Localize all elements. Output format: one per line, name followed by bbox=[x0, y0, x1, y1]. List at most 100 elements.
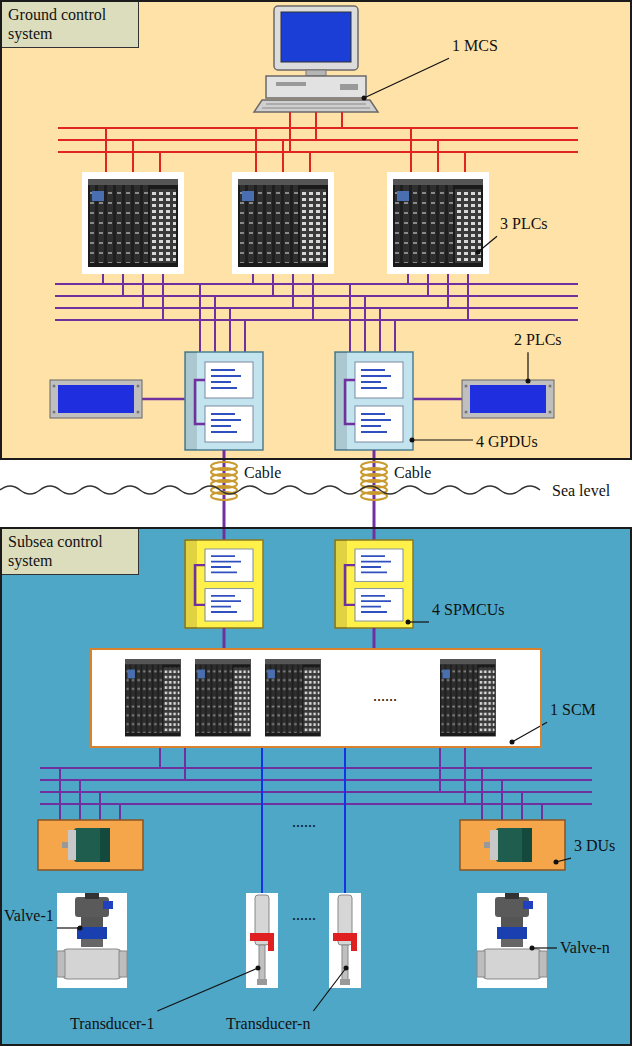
spmcu-boxes bbox=[335, 540, 413, 628]
callout-label: 1 SCM bbox=[550, 700, 596, 719]
leader-dot bbox=[406, 620, 411, 625]
purple-bus bbox=[253, 274, 313, 320]
callout-label: 2 PLCs bbox=[514, 330, 562, 349]
purple-bus bbox=[200, 284, 245, 352]
plc-racks bbox=[82, 172, 184, 274]
leader-dot bbox=[78, 926, 83, 931]
leader-dot bbox=[362, 96, 367, 101]
leader-dot bbox=[410, 438, 415, 443]
computer-icon bbox=[276, 82, 306, 86]
transducers bbox=[329, 893, 361, 988]
ellipsis-text: ...... bbox=[373, 686, 397, 705]
region-title: Subsea control system bbox=[2, 529, 139, 575]
spmcu-boxes bbox=[335, 540, 403, 628]
computer-icon bbox=[266, 76, 366, 98]
subsea-bus bbox=[60, 768, 120, 820]
sea-level-label: Sea level bbox=[552, 481, 610, 500]
plc-racks bbox=[387, 172, 489, 274]
scm-racks bbox=[265, 659, 321, 736]
leader-lines bbox=[57, 58, 571, 1011]
umbilical-cables bbox=[211, 462, 387, 500]
leader-line bbox=[412, 439, 473, 440]
valves bbox=[57, 893, 547, 988]
purple-bus bbox=[408, 274, 468, 320]
subsea-region: Subsea control system...... bbox=[0, 527, 632, 1046]
leader-dot bbox=[510, 740, 515, 745]
purple-bus bbox=[55, 284, 578, 320]
plc-racks bbox=[238, 179, 328, 267]
display-panels bbox=[50, 380, 142, 418]
computer-icon bbox=[262, 104, 370, 108]
gpdu-boxes bbox=[185, 352, 413, 450]
plc-racks bbox=[232, 172, 334, 274]
red-bus bbox=[290, 112, 342, 152]
leader-dot bbox=[526, 379, 531, 384]
subsea-fill bbox=[0, 527, 632, 1046]
plc-racks bbox=[82, 172, 489, 274]
subsea-bus bbox=[40, 748, 592, 820]
computer-icon bbox=[254, 100, 378, 112]
computer-icon bbox=[274, 6, 358, 70]
leader-dot bbox=[554, 860, 559, 865]
plc-racks bbox=[393, 179, 483, 267]
leader-line bbox=[57, 927, 80, 928]
leader-line bbox=[157, 968, 258, 1011]
part-label: Valve-1 bbox=[4, 906, 54, 925]
red-bus bbox=[256, 128, 310, 172]
leader-line bbox=[408, 621, 429, 622]
plc-racks bbox=[88, 179, 178, 267]
subsea-bus bbox=[40, 768, 592, 804]
leader-line bbox=[364, 58, 449, 98]
computer-icon bbox=[306, 70, 326, 76]
scm-racks bbox=[440, 659, 496, 736]
leader-dot bbox=[256, 966, 261, 971]
part-label: Transducer-n bbox=[226, 1014, 310, 1033]
gpdu-boxes bbox=[335, 352, 413, 450]
umbilical-cables bbox=[361, 492, 387, 500]
leader-line bbox=[313, 968, 346, 1011]
display-panels bbox=[462, 380, 554, 418]
valves bbox=[57, 893, 127, 988]
transducers bbox=[246, 893, 361, 988]
spmcu-boxes bbox=[224, 628, 374, 648]
purple-bus bbox=[103, 274, 163, 320]
region-title: Ground control system bbox=[2, 2, 139, 48]
scm-box: ...... bbox=[90, 648, 542, 748]
signal-wires bbox=[262, 748, 345, 893]
gpdu-boxes bbox=[185, 352, 253, 450]
gpdu-boxes bbox=[185, 352, 263, 450]
cable-label: Cable bbox=[394, 463, 431, 482]
drive-units bbox=[460, 820, 565, 870]
leader-line bbox=[527, 352, 528, 381]
spmcu-boxes bbox=[185, 540, 263, 628]
computer-icon bbox=[254, 6, 378, 112]
part-label: Transducer-1 bbox=[70, 1014, 154, 1033]
scm-racks bbox=[125, 659, 181, 736]
callout-label: 3 DUs bbox=[574, 836, 615, 855]
leader-dot bbox=[344, 966, 349, 971]
red-bus bbox=[106, 128, 160, 172]
leader-dot bbox=[476, 250, 481, 255]
leader-line bbox=[512, 722, 547, 742]
ground-fill bbox=[0, 0, 632, 460]
sea-level-wave bbox=[0, 486, 540, 494]
umbilical-cables bbox=[224, 450, 374, 540]
part-label: Valve-n bbox=[560, 938, 610, 957]
valves bbox=[477, 893, 547, 988]
scm-racks bbox=[90, 648, 542, 748]
subsea-bus bbox=[482, 768, 542, 820]
drive-units bbox=[38, 820, 565, 870]
callout-label: 1 MCS bbox=[452, 36, 498, 55]
ground-region: Ground control system bbox=[0, 0, 632, 460]
display-panels bbox=[50, 380, 554, 418]
leader-line bbox=[478, 236, 497, 252]
cable-label: Cable bbox=[244, 463, 281, 482]
scm-racks bbox=[90, 648, 542, 748]
ellipsis: ...... bbox=[292, 812, 316, 831]
spmcu-boxes bbox=[185, 540, 413, 648]
callout-label: 4 SPMCUs bbox=[432, 600, 504, 619]
transducers bbox=[246, 893, 278, 988]
